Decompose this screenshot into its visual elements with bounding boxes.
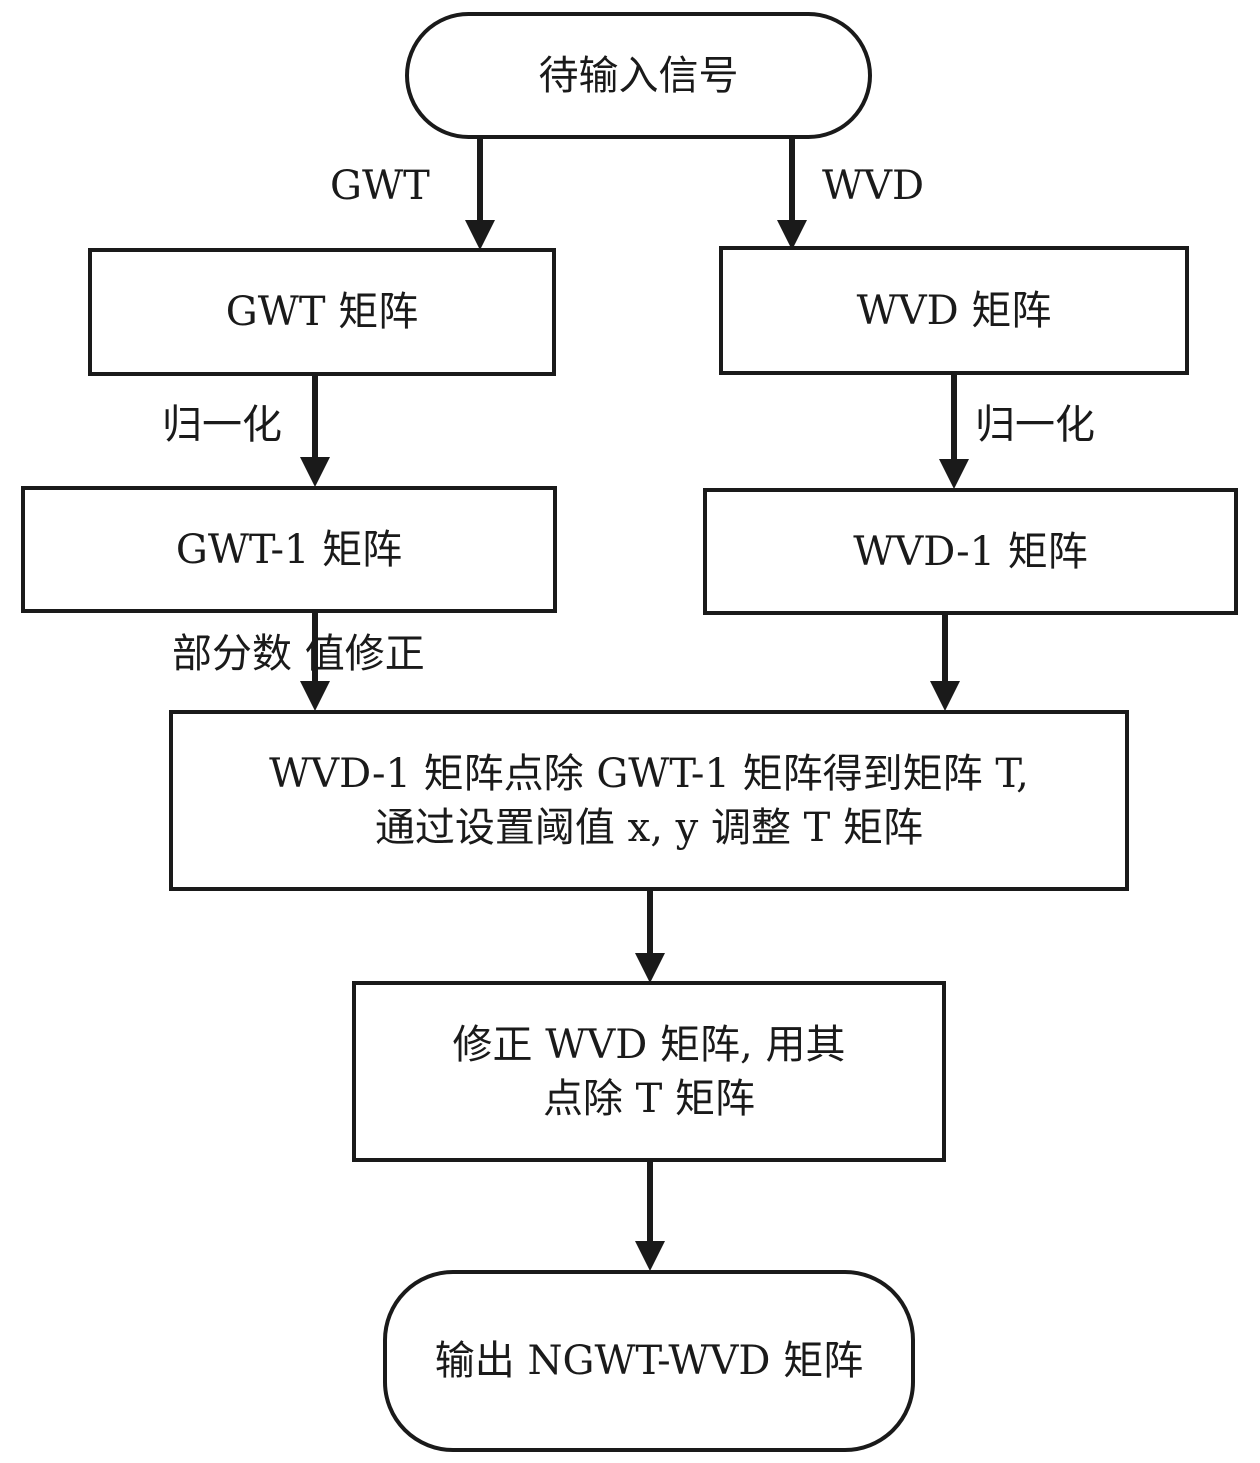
wvd1-matrix-node: WVD-1 矩阵	[703, 488, 1238, 615]
correct-node-line1: 修正 WVD 矩阵, 用其	[452, 1021, 846, 1068]
edge-label-normalize-right: 归一化	[975, 402, 1095, 448]
edge-label-gwt: GWT	[330, 163, 430, 209]
edge-label-partial-fix: 部分数 值修正	[172, 631, 425, 677]
start-node-label: 待输入信号	[538, 52, 739, 99]
divide-node: WVD-1 矩阵点除 GWT-1 矩阵得到矩阵 T, 通过设置阈值 x, y 调…	[169, 710, 1129, 891]
gwt1-matrix-node: GWT-1 矩阵	[21, 486, 557, 613]
arrowhead-gwt	[465, 220, 495, 250]
edge-label-wvd: WVD	[822, 163, 925, 209]
arrowhead-gwt1	[300, 457, 330, 487]
gwt-matrix-node: GWT 矩阵	[88, 248, 556, 376]
arrowhead-wvd1	[939, 459, 969, 489]
gwt-matrix-label: GWT 矩阵	[225, 289, 419, 335]
wvd1-matrix-label: WVD-1 矩阵	[853, 528, 1088, 575]
edge-label-normalize-left: 归一化	[162, 402, 282, 448]
output-node-label: 输出 NGWT-WVD 矩阵	[434, 1338, 864, 1384]
wvd-matrix-label: WVD 矩阵	[856, 287, 1052, 334]
gwt1-matrix-label: GWT-1 矩阵	[175, 526, 403, 573]
wvd-matrix-node: WVD 矩阵	[719, 246, 1189, 375]
arrowhead-correct	[635, 953, 665, 983]
arrowhead-output	[635, 1241, 665, 1271]
arrowhead-divide-right	[930, 681, 960, 711]
divide-node-line1: WVD-1 矩阵点除 GWT-1 矩阵得到矩阵 T,	[269, 750, 1029, 797]
start-node: 待输入信号	[405, 12, 872, 139]
arrowhead-wvd	[777, 220, 807, 250]
arrowhead-divide-left	[300, 681, 330, 711]
divide-node-line2: 通过设置阈值 x, y 调整 T 矩阵	[374, 804, 924, 851]
correct-node: 修正 WVD 矩阵, 用其 点除 T 矩阵	[352, 981, 946, 1162]
correct-node-line2: 点除 T 矩阵	[542, 1075, 756, 1122]
output-node: 输出 NGWT-WVD 矩阵	[383, 1270, 915, 1452]
